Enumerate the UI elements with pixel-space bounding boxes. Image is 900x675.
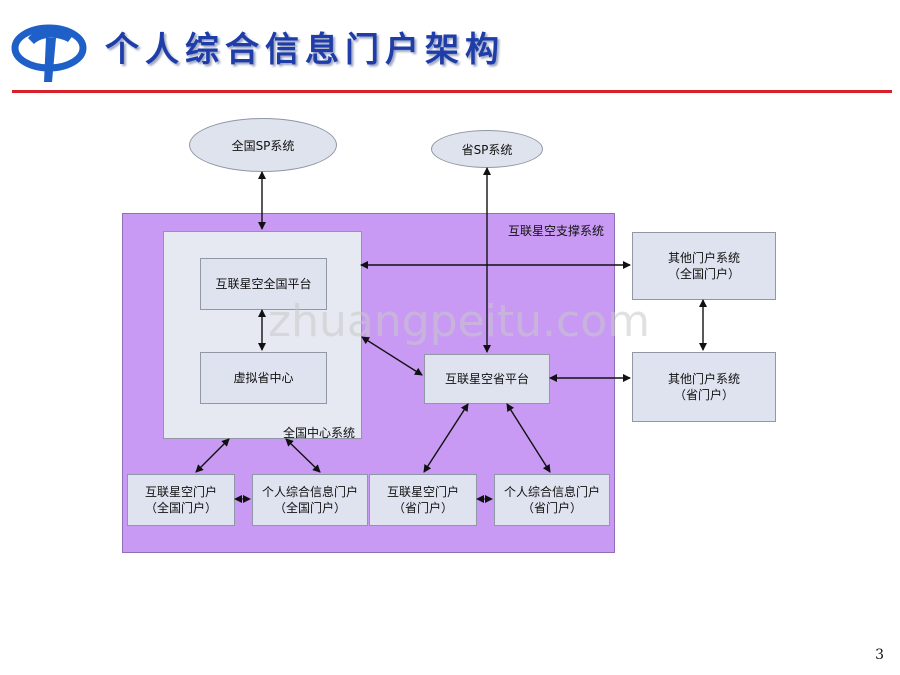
national-sp-label: 全国SP系统 <box>231 138 295 153</box>
national-center-label: 全国中心系统 <box>283 426 356 440</box>
telecom-logo-icon <box>11 24 87 82</box>
national-platform-box: 互联星空全国平台 <box>200 258 327 310</box>
province-platform-box: 互联星空省平台 <box>424 354 550 404</box>
province-platform-label: 互联星空省平台 <box>444 372 529 386</box>
page-number: 3 <box>875 647 884 663</box>
arrow-center-province <box>361 336 423 376</box>
bottom-box-1: 互联星空门户 （全国门户） <box>127 474 235 526</box>
national-platform-label: 互联星空全国平台 <box>215 277 312 291</box>
arrow-province-box3 <box>423 403 469 473</box>
other-portal-national-box: 其他门户系统 （全国门户） <box>632 232 776 300</box>
bottom-box-3-line2: （省门户） <box>392 501 453 515</box>
bottom-box-2: 个人综合信息门户 （全国门户） <box>252 474 368 526</box>
bottom-box-1-line2: （全国门户） <box>144 501 217 515</box>
other-portal-province-box: 其他门户系统 （省门户） <box>632 352 776 422</box>
support-system-label: 互联星空支撑系统 <box>508 224 605 238</box>
bottom-box-4-line1: 个人综合信息门户 <box>503 485 600 499</box>
page-title: 个人综合信息门户架构 <box>105 30 505 70</box>
bottom-box-1-line1: 互联星空门户 <box>144 485 217 499</box>
bottom-box-2-line2: （全国门户） <box>273 501 346 515</box>
arrow-center-box1 <box>195 438 230 473</box>
bottom-box-3: 互联星空门户 （省门户） <box>369 474 477 526</box>
title-divider <box>12 90 892 93</box>
province-sp-label: 省SP系统 <box>461 142 513 157</box>
bottom-box-2-line1: 个人综合信息门户 <box>261 485 358 499</box>
province-sp-ellipse: 省SP系统 <box>431 130 543 168</box>
other-portal-national-line2: （全国门户） <box>667 267 740 281</box>
other-portal-province-line2: （省门户） <box>673 388 734 402</box>
other-portal-national-line1: 其他门户系统 <box>667 251 740 265</box>
arrow-province-box4 <box>506 403 551 473</box>
bottom-box-4: 个人综合信息门户 （省门户） <box>494 474 610 526</box>
arrow-center-box2 <box>285 438 321 473</box>
virtual-province-center-label: 虚拟省中心 <box>233 371 294 385</box>
other-portal-province-line1: 其他门户系统 <box>667 372 740 386</box>
bottom-box-3-line1: 互联星空门户 <box>386 485 459 499</box>
watermark-text: zhuangpeitu.com <box>268 296 650 347</box>
bottom-box-4-line2: （省门户） <box>521 501 582 515</box>
virtual-province-center-box: 虚拟省中心 <box>200 352 327 404</box>
national-sp-ellipse: 全国SP系统 <box>189 118 337 172</box>
